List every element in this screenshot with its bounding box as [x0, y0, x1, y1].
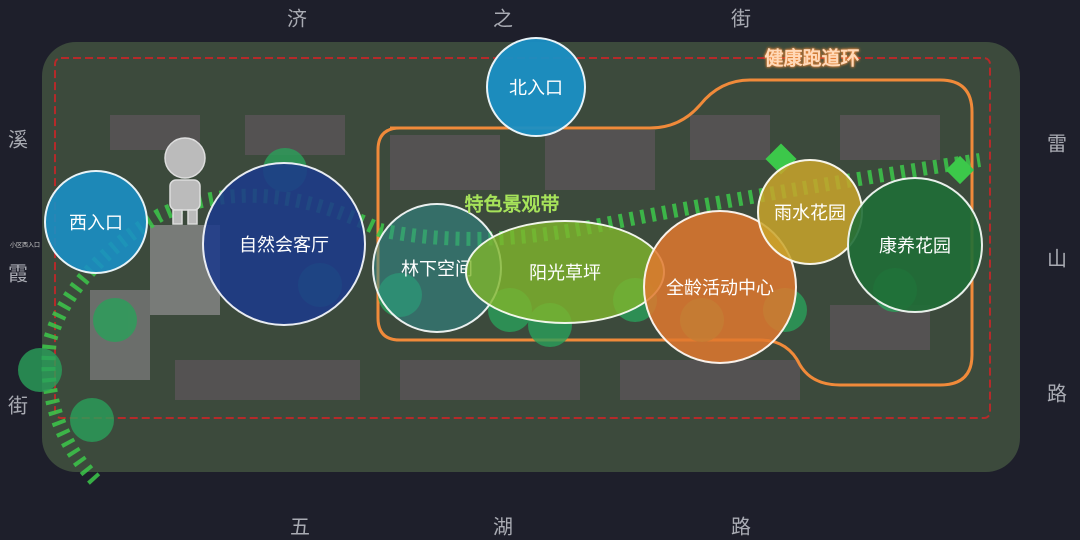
street-label-north-3: 街	[731, 6, 751, 31]
street-label-north-1: 济	[287, 6, 307, 31]
zone-label: 全龄活动中心	[666, 278, 774, 299]
street-label-west-1: 溪	[8, 127, 28, 152]
zone-label: 自然会客厅	[239, 235, 329, 256]
zone-label: 林下空间	[401, 259, 473, 280]
street-label-south-2: 湖	[493, 514, 513, 539]
street-label-east-2: 山	[1047, 246, 1067, 271]
west-gate-label: 小区西入口	[10, 242, 41, 249]
street-label-south-3: 路	[731, 514, 751, 539]
zone-west-entrance[interactable]: 西入口	[44, 170, 148, 274]
zone-label: 雨水花园	[774, 203, 846, 224]
zone-sunny-lawn[interactable]: 阳光草坪	[465, 220, 665, 324]
buildings	[90, 115, 940, 400]
street-label-east-1: 雷	[1047, 131, 1067, 156]
street-label-south-1: 五	[290, 514, 310, 539]
street-label-west-3: 街	[8, 393, 28, 418]
street-label-east-3: 路	[1047, 381, 1067, 406]
robot-mascot-icon	[164, 137, 206, 225]
zone-label: 北入口	[509, 78, 563, 99]
zone-label: 康养花园	[879, 236, 951, 257]
running-loop-path	[376, 78, 974, 387]
zone-label: 阳光草坪	[529, 263, 601, 284]
street-label-north-2: 之	[493, 6, 513, 31]
street-label-west-2: 霞	[8, 261, 28, 286]
zone-north-entrance[interactable]: 北入口	[486, 37, 586, 137]
zone-nature-lounge[interactable]: 自然会客厅	[202, 162, 366, 326]
band-marker-icon	[945, 155, 975, 185]
running-loop-label: 健康跑道环	[764, 47, 860, 70]
zone-label: 西入口	[69, 213, 123, 234]
zone-wellness-garden[interactable]: 康养花园	[847, 177, 983, 313]
landscape-band-label: 特色景观带	[464, 193, 560, 216]
